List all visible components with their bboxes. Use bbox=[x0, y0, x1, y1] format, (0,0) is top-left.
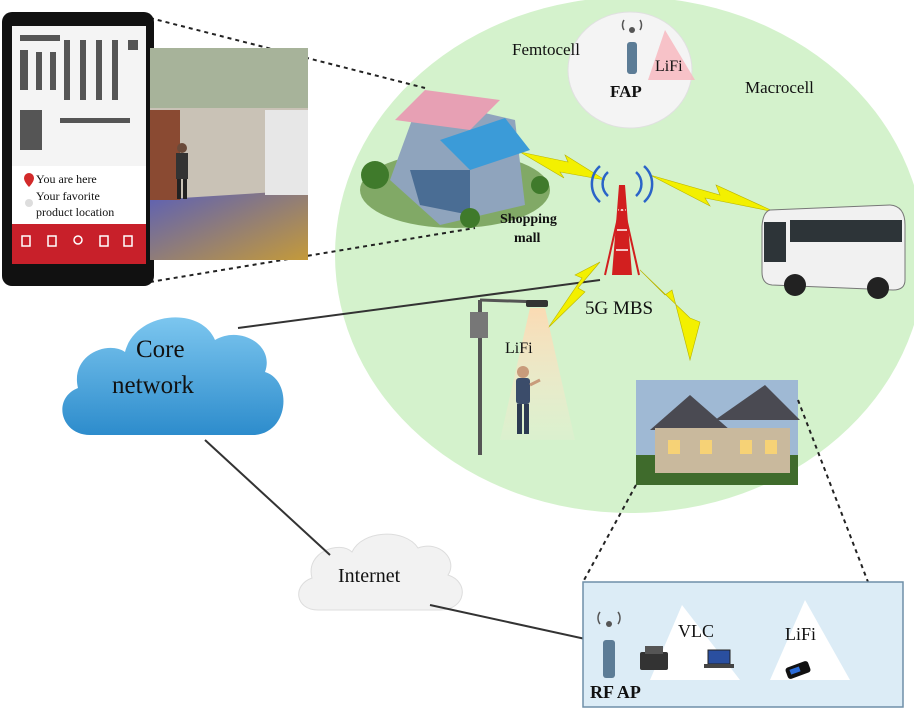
home-lifi-cone bbox=[770, 600, 850, 680]
shopping-mall-label-line2: mall bbox=[514, 231, 541, 246]
link-core-to-mbs bbox=[237, 279, 601, 329]
link-core-to-internet bbox=[204, 439, 331, 556]
favorite-marker-icon bbox=[25, 199, 33, 207]
home-lifi-label: LiFi bbox=[785, 624, 817, 644]
person-with-phone-image bbox=[516, 366, 541, 434]
zoom-line-home-right bbox=[797, 399, 869, 583]
phone-legend-you-are-here: You are here bbox=[36, 172, 97, 186]
core-network-cloud bbox=[62, 317, 284, 435]
internet-cloud bbox=[298, 533, 463, 611]
shopping-mall-label-line1: Shopping bbox=[500, 212, 557, 227]
fap-lifi-label: LiFi bbox=[655, 58, 683, 75]
vlc-label: VLC bbox=[678, 621, 714, 641]
internet-label: Internet bbox=[338, 565, 401, 587]
rf-ap-label: RF AP bbox=[590, 682, 641, 702]
store-shelf-left bbox=[150, 110, 180, 200]
street-lifi-label: LiFi bbox=[505, 340, 533, 357]
fap-antenna-icon bbox=[621, 19, 643, 74]
printer-icon bbox=[640, 646, 668, 670]
core-network-label-line1: Core bbox=[136, 336, 185, 363]
core-network-label-line2: network bbox=[112, 372, 194, 399]
tablet-screen-legend bbox=[12, 166, 146, 224]
lightning-house bbox=[639, 269, 701, 362]
store-map-shelves bbox=[20, 35, 138, 150]
phone-legend-favorite-line2: product location bbox=[36, 205, 115, 219]
phone-legend-favorite-line1: Your favorite bbox=[36, 189, 100, 203]
location-pin-icon bbox=[24, 173, 34, 187]
macrocell-label: Macrocell bbox=[745, 78, 814, 97]
shopping-mall-image bbox=[360, 90, 550, 228]
toolbar-icons bbox=[21, 235, 133, 247]
zoom-line-bottom bbox=[149, 227, 476, 283]
bus-image bbox=[761, 204, 906, 299]
store-photo-ceiling bbox=[150, 48, 308, 108]
home-network-inset bbox=[582, 581, 904, 708]
fap-label: FAP bbox=[610, 82, 642, 101]
house-image bbox=[636, 380, 800, 485]
shopper-figure-image bbox=[176, 143, 188, 199]
lightning-mall bbox=[519, 151, 606, 181]
mbs-label: 5G MBS bbox=[585, 298, 654, 319]
store-shelf-right bbox=[265, 110, 308, 195]
zoom-line-home-left bbox=[582, 484, 637, 583]
mbs-tower-icon bbox=[590, 165, 654, 276]
femtocell-label: Femtocell bbox=[512, 40, 580, 59]
smartphone-icon bbox=[785, 661, 811, 679]
laptop-icon bbox=[704, 649, 734, 668]
link-internet-to-home bbox=[429, 604, 591, 641]
femtocell-lifi-cone bbox=[648, 30, 695, 80]
rf-ap-antenna-icon bbox=[597, 611, 621, 678]
store-photo-floor bbox=[150, 190, 308, 260]
